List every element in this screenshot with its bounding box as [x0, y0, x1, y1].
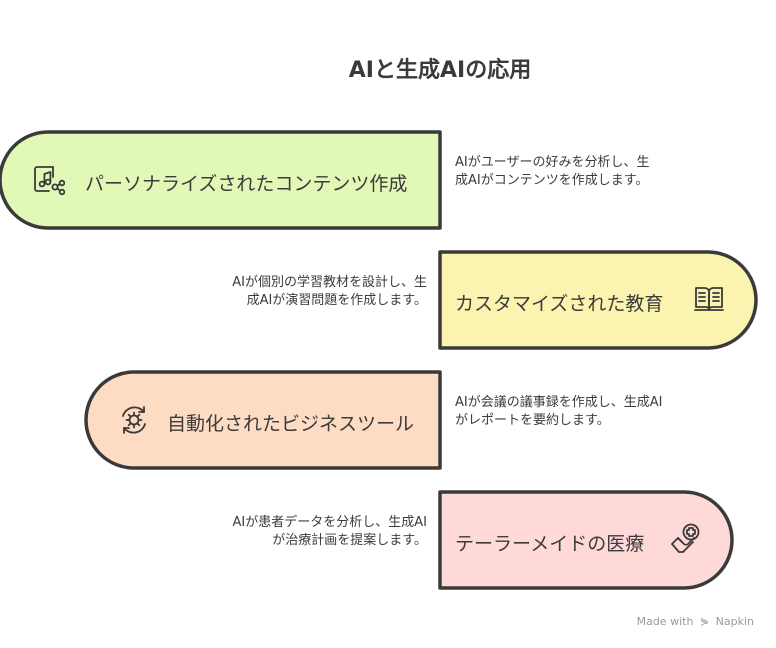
- made-with-text: Made with: [636, 615, 694, 628]
- pill-2: [438, 250, 758, 350]
- gear-cycle-icon: [117, 403, 151, 437]
- pill-1: [0, 130, 442, 230]
- open-book-icon: [692, 282, 726, 316]
- item-4-label: テーラーメイドの医療: [455, 533, 645, 555]
- item-4-description: AIが患者データを分析し、生成AIが治療計画を提案します。: [232, 515, 427, 548]
- pill-3: [84, 370, 442, 470]
- item-3-description: AIが会議の議事録を作成し、生成AIがレポートを要約します。: [455, 395, 663, 428]
- footer-attribution: Made with ⋟ Napkin: [637, 615, 754, 628]
- item-1-label: パーソナライズされたコンテンツ作成: [85, 173, 408, 195]
- item-1-description: AIがユーザーの好みを分析し、生成AIがコンテンツを作成します。: [455, 155, 650, 188]
- music-share-icon: [31, 163, 66, 197]
- item-3-label: 自動化されたビジネスツール: [167, 413, 415, 435]
- pill-4: [438, 490, 734, 590]
- page-title: AIと生成AIの応用: [348, 58, 532, 83]
- item-2-description: AIが個別の学習教材を設計し、生成AIが演習問題を作成します。: [232, 275, 427, 308]
- brand-name: Napkin: [715, 615, 754, 628]
- item-2-label: カスタマイズされた教育: [455, 293, 664, 315]
- medical-heart-icon: [669, 522, 703, 556]
- napkin-logo-icon: ⋟: [699, 615, 710, 628]
